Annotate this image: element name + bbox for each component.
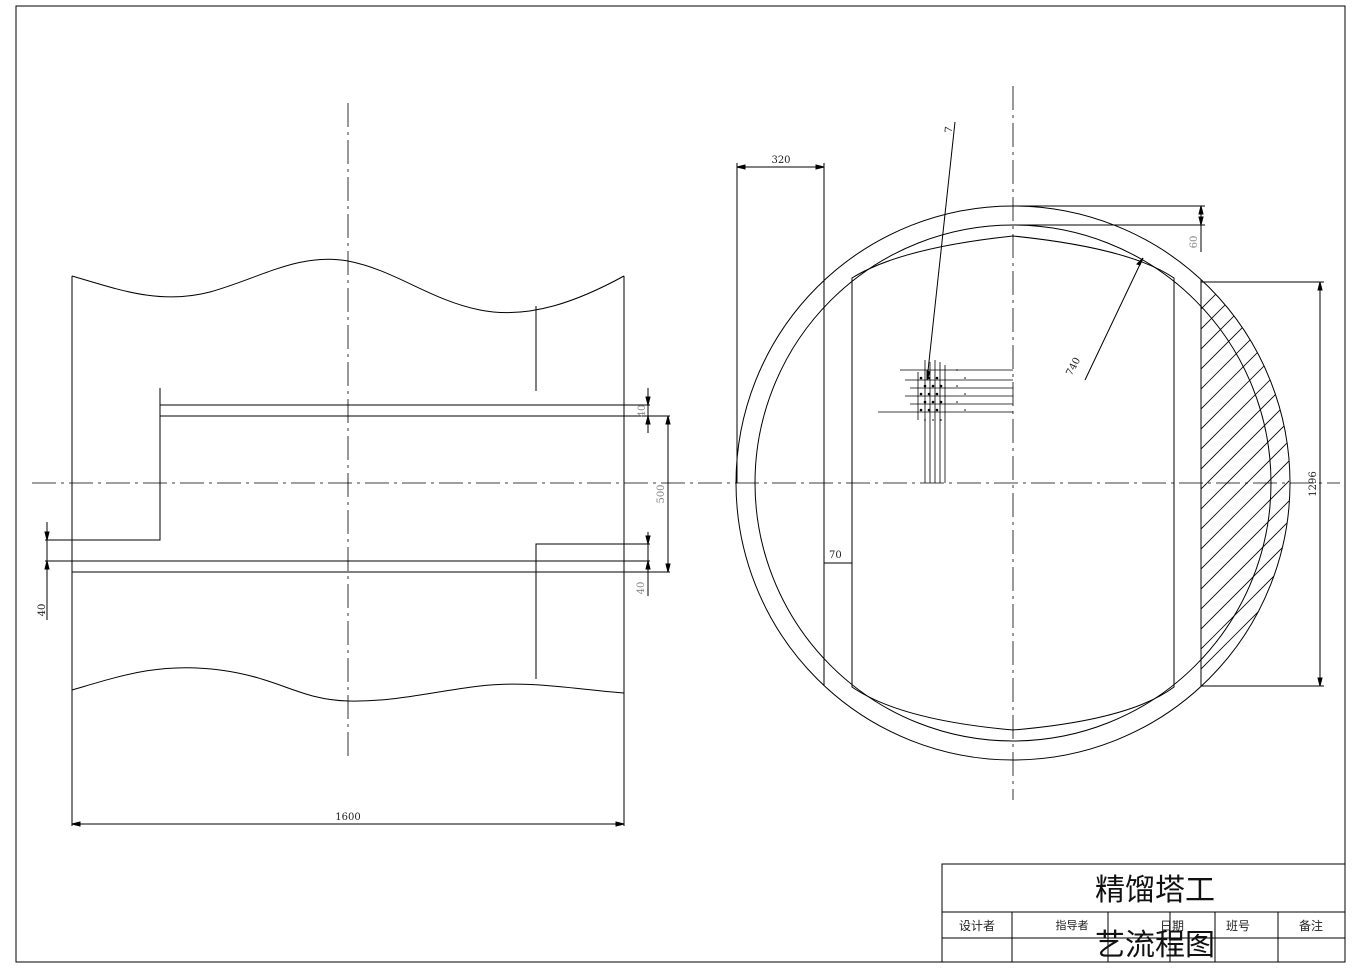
dim-4-arrow-top [645,396,651,406]
designer-label: 设计者 [959,919,995,933]
title-block [941,863,1346,963]
upper-plate-outline [72,388,161,541]
left-view [32,103,1340,827]
dim-40l-arrow-bottom [44,560,50,570]
title-line-2: 艺流程图 [1095,928,1215,963]
dim-1600-arrow-left [71,821,81,827]
dim-320-label: 320 [771,155,790,166]
remarks-label: 备注 [1299,918,1323,933]
lower-weir-outline [535,543,650,679]
dim-500-label: 500 [656,484,667,503]
dim-60-arrow-top [1198,205,1204,215]
dim-320-arrow-right [815,164,825,170]
dim-500-arrow-top [665,415,671,425]
dim-320-arrow-left [736,164,746,170]
dim-1600-arrow-right [615,821,625,827]
dim-7-label: 7 [944,126,956,133]
dim-40r-arrow-bottom [645,560,651,570]
dim-1296-arrow-top [1317,281,1323,291]
title-block-frame [941,863,1346,963]
dim-40r-arrow-top [645,535,651,545]
dim-40l-label: 40 [37,604,48,617]
date-label: 日期 [1160,919,1184,933]
title-line-1: 精馏塔工 [1095,873,1215,908]
dim-740-arrow [1136,257,1144,266]
bottom-break-line [71,667,625,702]
dim-4-label: 40 [637,405,648,418]
dim-1296-label: 1296 [1308,471,1319,496]
class-no-label: 班号 [1226,919,1250,933]
dim-60-label: 60 [1189,236,1200,249]
dim-60-arrow-bottom [1198,216,1204,226]
sieve-hole-pattern [878,360,1013,483]
dim-4-arrow-bottom [645,415,651,425]
dim-70-label: 70 [829,550,842,561]
dim-740-leader [1084,257,1144,381]
right-view [735,86,1324,800]
dim-40r-label: 40 [636,582,647,595]
dim-7-leader [926,121,956,381]
sheet-border [15,5,1346,963]
top-break-line [71,258,625,314]
dim-500-arrow-bottom [665,563,671,573]
advisor-label: 指导者 [1056,918,1089,932]
dim-1600-label: 1600 [335,812,360,823]
dim-740-label: 740 [1064,356,1083,378]
dim-1296-arrow-bottom [1317,677,1323,687]
active-area-outline [851,235,1175,731]
dim-40l-arrow-top [44,531,50,541]
